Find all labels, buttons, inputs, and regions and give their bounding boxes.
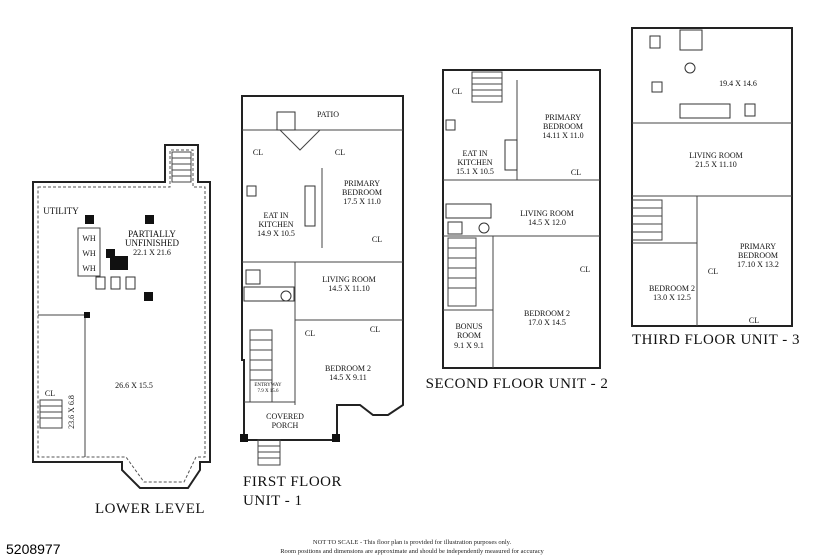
third-cl-b: CL [749, 316, 759, 325]
first-kitchen-line1: EAT IN [264, 211, 289, 220]
bonus-room-line2: ROOM [457, 331, 481, 340]
second-cl-c: CL [580, 265, 590, 274]
second-bedroom2-label: BEDROOM 2 [524, 309, 570, 318]
third-living-label: LIVING ROOM [689, 151, 743, 160]
disclaimer-line1: NOT TO SCALE - This floor plan is provid… [313, 539, 512, 546]
first-kitchen-dimensions: 14.9 X 10.5 [257, 229, 295, 238]
third-bedroom2-dimensions: 13.0 X 12.5 [653, 293, 691, 302]
first-primary-dimensions: 17.5 X 11.0 [343, 197, 380, 206]
second-kitchen-line2: KITCHEN [457, 158, 492, 167]
second-kitchen-line1: EAT IN [463, 149, 488, 158]
partially-unfinished-line2: UNFINISHED [125, 238, 180, 248]
lower-room-dimensions: 26.6 X 15.5 [115, 381, 153, 390]
lower-stair [171, 151, 192, 183]
listing-id: 5208977 [6, 541, 61, 557]
third-floor-title: THIRD FLOOR UNIT - 3 [632, 332, 800, 348]
second-floor-plan: CL PRIMARY BEDROOM 14.11 X 11.0 CL EAT I… [426, 69, 609, 392]
covered-porch-line1: COVERED [266, 412, 304, 421]
third-bedroom2-label: BEDROOM 2 [649, 284, 695, 293]
first-living-label: LIVING ROOM [322, 275, 376, 284]
first-primary-line1: PRIMARY [344, 179, 380, 188]
water-heater-1-label: WH [82, 234, 96, 243]
second-living-dimensions: 14.5 X 12.0 [528, 218, 566, 227]
second-bedroom2-dimensions: 17.0 X 14.5 [528, 318, 566, 327]
first-cl-e: CL [370, 325, 380, 334]
lower-level-title: LOWER LEVEL [95, 501, 205, 517]
first-kitchen-line2: KITCHEN [258, 220, 293, 229]
disclaimer-line2: Room positions and dimensions are approx… [280, 548, 544, 555]
first-cl-a: CL [253, 148, 263, 157]
lower-level-plan: WH WH WH UTILITY PARTIALLY UNFINISHED 22… [32, 144, 211, 517]
partially-unfinished-dimensions: 22.1 X 21.6 [133, 248, 171, 257]
patio-label: PATIO [317, 110, 339, 119]
lower-closet-label: CL [45, 389, 55, 398]
first-cl-d: CL [305, 329, 315, 338]
third-floor-plan: 19.4 X 14.6 LIVING ROOM 21.5 X 11.10 PRI… [631, 27, 800, 348]
first-cl-c: CL [372, 235, 382, 244]
second-floor-title: SECOND FLOOR UNIT - 2 [426, 376, 609, 392]
water-heater-3-label: WH [82, 264, 96, 273]
bonus-room-line1: BONUS [455, 322, 482, 331]
third-kitchen-dimensions: 19.4 X 14.6 [719, 79, 757, 88]
entryway-label: ENTRYWAY [254, 383, 282, 388]
utility-label: UTILITY [43, 206, 79, 216]
first-floor-title-line1: FIRST FLOOR [243, 474, 342, 490]
entryway-dimensions: 7.9 X 15.6 [257, 389, 279, 394]
second-cl-a: CL [452, 87, 462, 96]
covered-porch-line2: PORCH [272, 421, 299, 430]
second-primary-line1: PRIMARY [545, 113, 581, 122]
third-primary-line1: PRIMARY [740, 242, 776, 251]
second-cl-b: CL [571, 168, 581, 177]
first-living-dimensions: 14.5 X 11.10 [328, 284, 369, 293]
lower-side-dimensions: 23.6 X 6.8 [67, 395, 76, 429]
first-bedroom2-dimensions: 14.5 X 9.11 [329, 373, 366, 382]
second-primary-dimensions: 14.11 X 11.0 [542, 131, 583, 140]
third-living-dimensions: 21.5 X 11.10 [695, 160, 736, 169]
second-living-label: LIVING ROOM [520, 209, 574, 218]
first-floor-title-line2: UNIT - 1 [243, 493, 303, 509]
first-bedroom2-label: BEDROOM 2 [325, 364, 371, 373]
third-primary-dimensions: 17.10 X 13.2 [737, 260, 779, 269]
partially-unfinished-line1: PARTIALLY [128, 229, 176, 239]
bonus-room-dimensions: 9.1 X 9.1 [454, 341, 484, 350]
first-floor-plan: PATIO CL CL PRIMARY BEDROOM 17.5 X 11.0 … [240, 95, 404, 509]
water-heater-2-label: WH [82, 249, 96, 258]
lower-side-stair [39, 399, 63, 429]
third-primary-line2: BEDROOM [738, 251, 778, 260]
second-primary-line2: BEDROOM [543, 122, 583, 131]
first-cl-b: CL [335, 148, 345, 157]
third-cl-a: CL [708, 267, 718, 276]
first-primary-line2: BEDROOM [342, 188, 382, 197]
second-kitchen-dimensions: 15.1 X 10.5 [456, 167, 494, 176]
